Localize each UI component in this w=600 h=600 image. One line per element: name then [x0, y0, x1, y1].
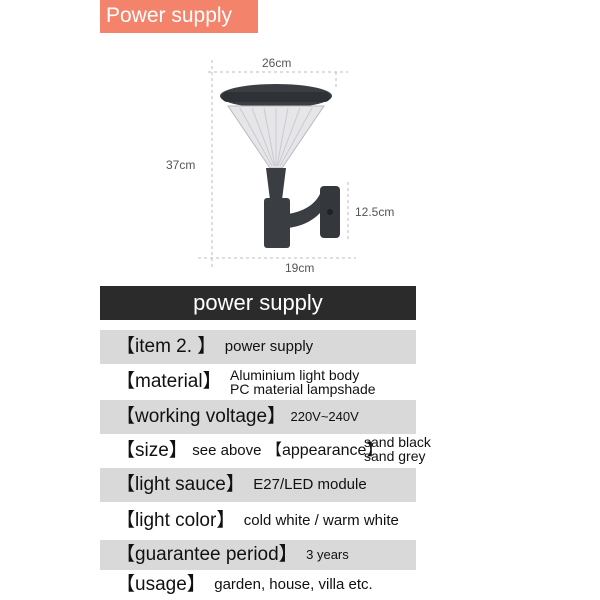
spec-row-guarantee: 【guarantee period】 3 years — [100, 540, 416, 570]
spec-row-light-source: 【light sauce】 E27/LED module — [100, 468, 416, 502]
appearance-value-line1: sand black — [364, 434, 431, 450]
spec-label: 【size】 — [116, 440, 188, 461]
spec-label: 【item 2. 】 — [116, 336, 217, 357]
spec-value: cold white / warm white — [243, 512, 399, 529]
spec-row-item: 【item 2. 】 power supply — [100, 330, 416, 364]
spec-row-light-color: 【light color】 cold white / warm white — [100, 502, 416, 540]
spec-row-material: 【material】 Aluminium light body PC mater… — [100, 364, 416, 400]
appearance-value-line2: sand grey — [364, 448, 426, 464]
arm-dimension: 12.5cm — [355, 205, 395, 219]
width-dimension: 26cm — [262, 56, 292, 70]
spec-label: 【light color】 — [116, 510, 236, 531]
spec-value-line1: Aluminium light body — [230, 367, 360, 383]
spec-value-line2: PC material lampshade — [230, 381, 376, 397]
spec-row-usage: 【usage】 garden, house, villa etc. — [100, 570, 416, 600]
spec-label: 【guarantee period】 — [116, 544, 298, 565]
section-title-band: power supply — [100, 286, 416, 320]
lamp-post — [264, 198, 290, 248]
spec-value: see above — [192, 442, 262, 459]
base-dimension: 19cm — [285, 261, 315, 275]
spec-label: 【working voltage】 — [116, 406, 287, 427]
spec-label: 【light sauce】 — [116, 474, 245, 495]
spec-row-voltage: 【working voltage】 220V~240V — [100, 400, 416, 434]
header-tag: Power supply — [100, 0, 258, 33]
spec-value: garden, house, villa etc. — [214, 576, 373, 593]
lamp-neck — [266, 168, 286, 200]
spec-label: 【usage】 — [116, 574, 206, 595]
spec-value: power supply — [224, 338, 314, 355]
spec-value: 220V~240V — [290, 409, 359, 424]
dimension-guides — [198, 60, 356, 268]
spec-value: E27/LED module — [253, 476, 367, 493]
spec-row-size: 【size】 see above 【appearance】 — [100, 434, 416, 468]
spec-value: 3 years — [306, 547, 349, 562]
spec-label-appearance: 【appearance】 — [265, 442, 383, 459]
height-dimension: 37cm — [166, 158, 196, 172]
appearance-values: sand black sand grey — [364, 435, 431, 463]
spec-label: 【material】 — [116, 371, 222, 392]
